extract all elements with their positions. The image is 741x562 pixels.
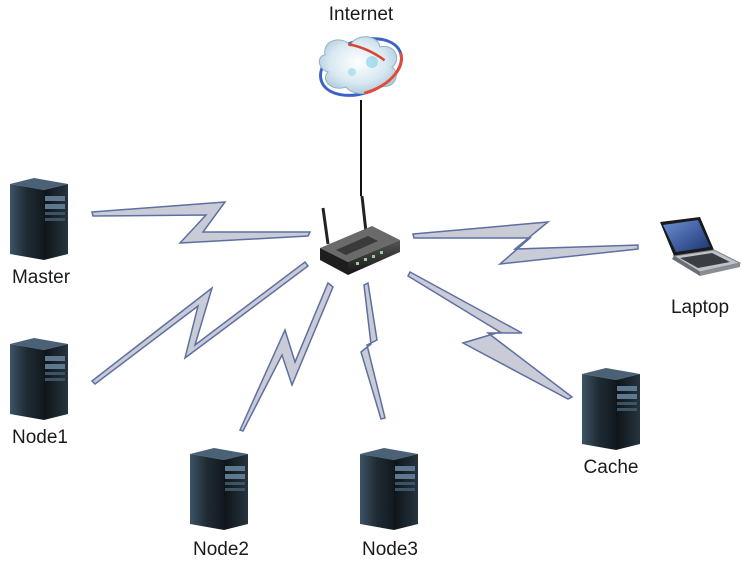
cloud-globe-icon: [318, 36, 403, 97]
node1-label: Node1: [12, 427, 68, 448]
wireless-router-icon: [320, 195, 400, 275]
wireless-link-node3: [360, 281, 386, 420]
server-tower-icon: [190, 448, 248, 530]
wireless-link-node1: [90, 260, 310, 385]
node3-label: Node3: [362, 539, 418, 560]
server-tower-icon: [10, 178, 68, 260]
server-tower-icon: [10, 338, 68, 420]
server-tower-icon: [360, 448, 418, 530]
internet-label: Internet: [328, 4, 394, 25]
wireless-links: [90, 201, 639, 432]
laptop-label: Laptop: [670, 297, 730, 318]
wireless-link-laptop: [412, 221, 639, 266]
wireless-link-cache: [407, 270, 574, 400]
wireless-link-master: [91, 201, 312, 244]
cache-label: Cache: [583, 457, 639, 478]
master-label: Master: [11, 267, 71, 288]
laptop-icon: [660, 217, 741, 276]
server-tower-icon: [582, 368, 640, 450]
node2-label: Node2: [193, 539, 249, 560]
wireless-link-node2: [238, 281, 334, 432]
